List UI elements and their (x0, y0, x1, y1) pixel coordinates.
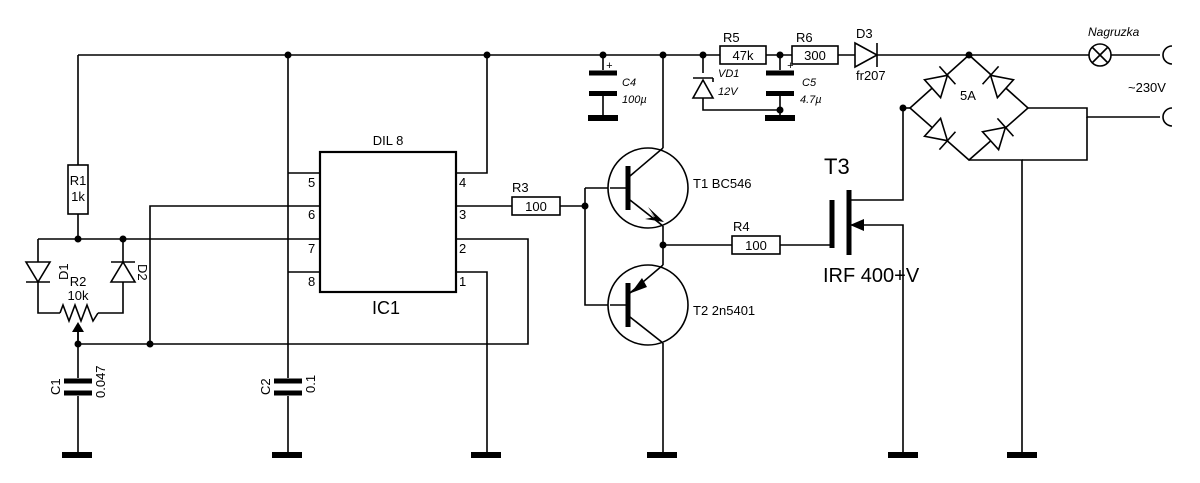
resistor-r1: R1 1k (67, 164, 89, 215)
ground-symbol (1007, 452, 1037, 458)
resistor-r5: 47k R5 (719, 30, 767, 65)
t2-label: T2 2n5401 (693, 303, 755, 318)
wires (37, 54, 1160, 452)
r6-value: 300 (804, 48, 826, 63)
c4-plus: + (606, 60, 613, 72)
capacitor-c1: C1 0.047 (48, 365, 108, 398)
c1-value: 0.047 (93, 365, 108, 398)
transistor-t2: T2 2n5401 (607, 264, 755, 346)
c5-plus: + (787, 60, 794, 72)
c5-name: C5 (802, 77, 817, 89)
ic-name-label: IC1 (372, 298, 400, 318)
bridge-diode (981, 65, 1016, 100)
d3-value: fr207 (856, 68, 886, 83)
r1-value: 1k (71, 189, 85, 204)
pin-6-label: 6 (308, 207, 315, 222)
r2-value: 10k (68, 288, 89, 303)
c5-value: 4.7µ (800, 94, 822, 106)
r4-name: R4 (733, 219, 750, 234)
ground-symbol (272, 452, 302, 458)
ground-symbol (588, 115, 618, 121)
load-label: Nagruzka (1088, 25, 1140, 39)
r5-value: 47k (733, 48, 754, 63)
pin-4-label: 4 (459, 175, 466, 190)
r6-name: R6 (796, 30, 813, 45)
ic1: DIL 8 IC1 5 6 7 8 4 3 2 1 (308, 133, 466, 318)
resistor-r3: 100 R3 (511, 180, 561, 216)
r1-name: R1 (70, 173, 87, 188)
ground-symbol (765, 115, 795, 121)
resistor-r6: 300 R6 (791, 30, 839, 65)
resistor-r4: 100 R4 (731, 219, 781, 255)
ground-symbol (888, 452, 918, 458)
mains-label: ~230V (1128, 80, 1166, 95)
diode-d1: D1 (24, 261, 71, 284)
ground-symbols (62, 115, 1037, 458)
ground-symbol (471, 452, 501, 458)
capacitor-c5: + C5 4.7µ (766, 60, 822, 106)
pin-7-label: 7 (308, 241, 315, 256)
ground-symbol (647, 452, 677, 458)
diode-d2: D2 (109, 260, 150, 283)
r3-value: 100 (525, 199, 547, 214)
capacitor-c2: C2 0.1 (258, 375, 318, 396)
pin-2-label: 2 (459, 241, 466, 256)
pin-8-label: 8 (308, 274, 315, 289)
diode-d3: D3 fr207 (854, 26, 886, 83)
c4-name: C4 (622, 77, 636, 89)
pin-3-label: 3 (459, 207, 466, 222)
transistor-t1: T1 BC546 (607, 147, 752, 229)
c4-value: 100µ (622, 94, 647, 106)
ic-package-label: DIL 8 (373, 133, 404, 148)
ground-symbol (62, 452, 92, 458)
vd1-value: 12V (718, 86, 739, 98)
bridge-diode (922, 116, 957, 151)
mains-terminals: ~230V (1128, 45, 1173, 127)
t3-value: IRF 400+V (823, 265, 920, 287)
c1-name: C1 (48, 378, 63, 395)
c2-value: 0.1 (303, 375, 318, 393)
r3-name: R3 (512, 180, 529, 195)
capacitor-c4: + C4 100µ (589, 60, 647, 106)
r2-name: R2 (70, 274, 87, 289)
pin-5-label: 5 (308, 175, 315, 190)
d2-name: D2 (135, 264, 150, 281)
t3-name: T3 (824, 154, 850, 179)
pin-1-label: 1 (459, 274, 466, 289)
c2-name: C2 (258, 378, 273, 395)
potentiometer-r2: R2 10k (59, 274, 99, 344)
r5-name: R5 (723, 30, 740, 45)
d1-name: D1 (56, 263, 71, 280)
zener-vd1: VD1 12V (691, 68, 739, 99)
bridge-value: 5A (960, 88, 976, 103)
d3-name: D3 (856, 26, 873, 41)
bridge-diode (922, 65, 957, 100)
vd1-name: VD1 (718, 68, 739, 80)
bridge-diode (980, 117, 1015, 152)
bridge-rectifier: 5A (908, 53, 1030, 162)
t1-label: T1 BC546 (693, 176, 752, 191)
mosfet-t3: T3 IRF 400+V (823, 154, 920, 287)
r4-value: 100 (745, 238, 767, 253)
load-lamp: Nagruzka (1088, 25, 1140, 67)
